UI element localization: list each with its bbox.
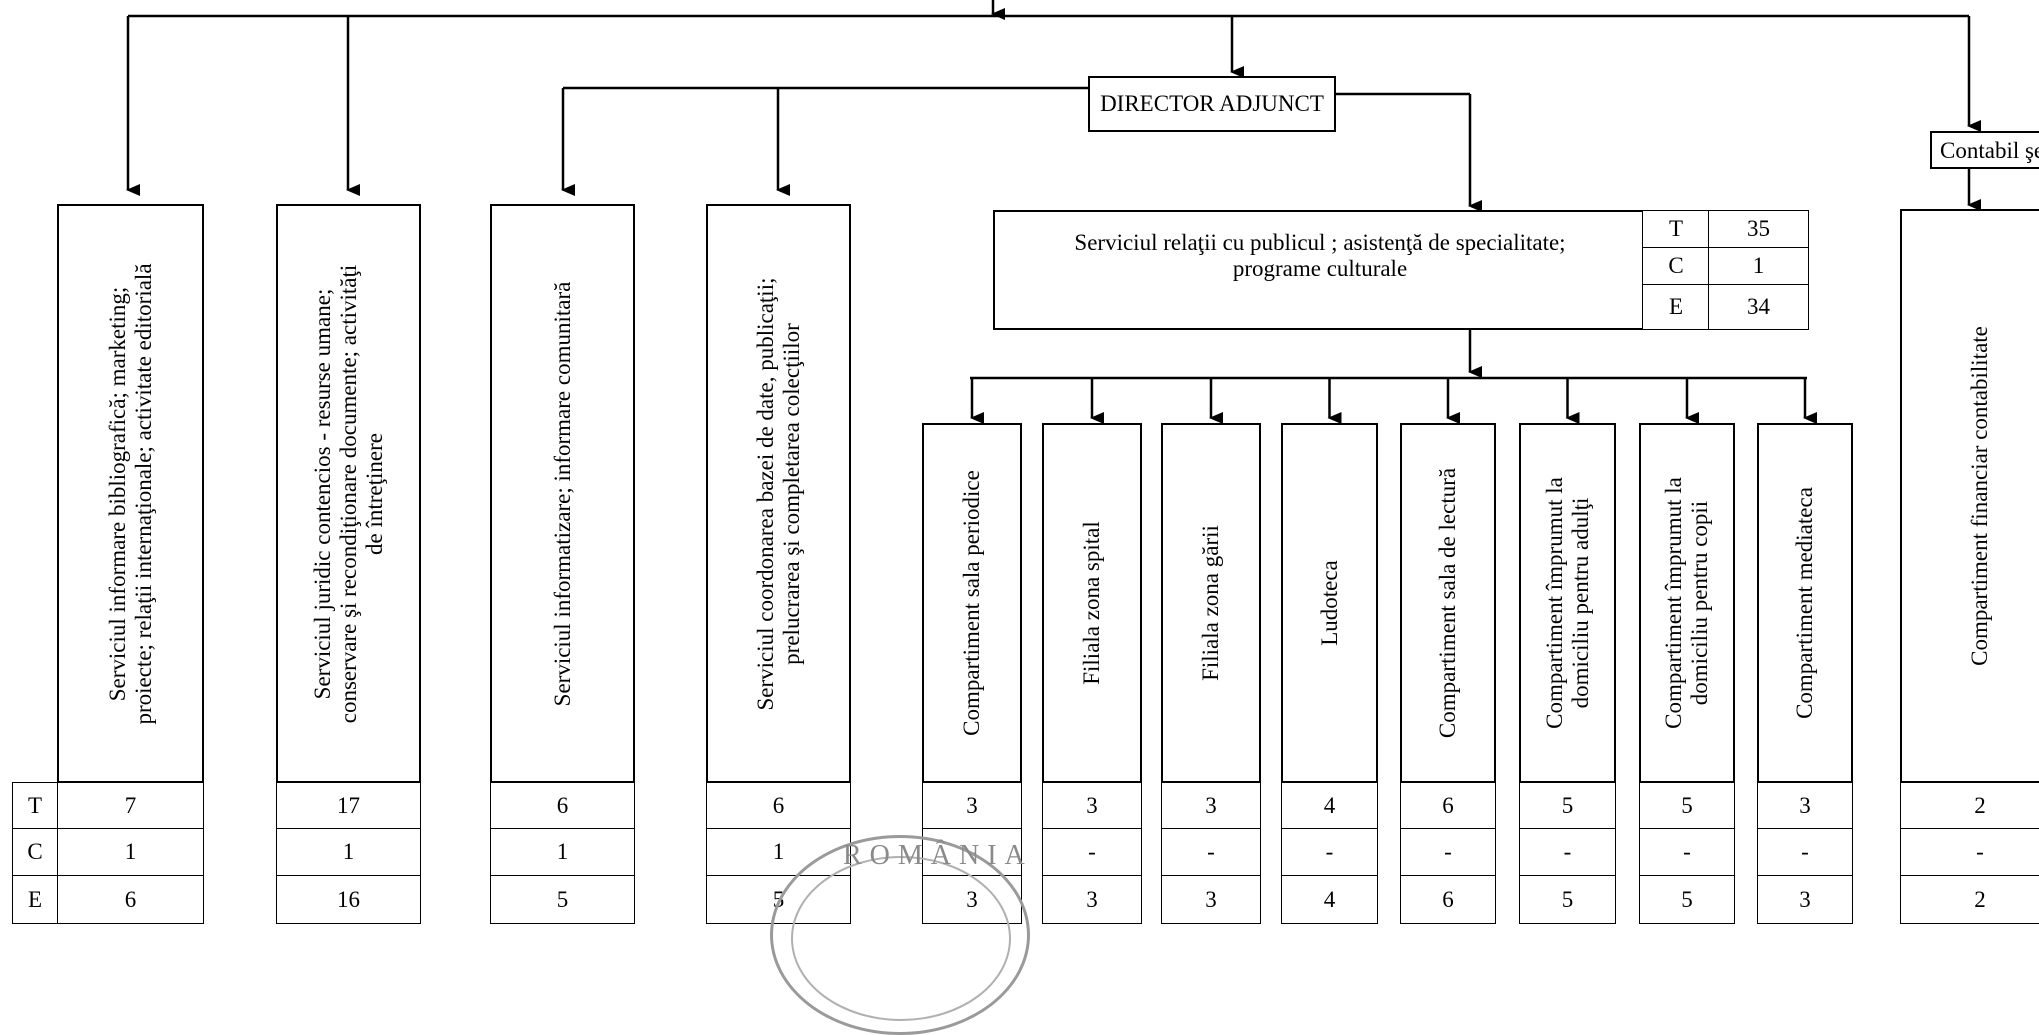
accounting-t-value: 2	[1900, 782, 2039, 829]
service-1-e-value: 6	[57, 875, 204, 924]
sub-unit-2-e-value: 3	[1042, 875, 1142, 924]
service-4-t-value: 6	[706, 782, 851, 829]
sub-unit-8-t-value: 3	[1757, 782, 1853, 829]
official-stamp: ROMÂNIA	[770, 835, 1030, 1035]
sub-unit-4-e-value: 4	[1281, 875, 1378, 924]
sub-unit-8-e-value: 3	[1757, 875, 1853, 924]
sub-unit-6-label: Compartiment împrumut la domiciliu pentr…	[1541, 477, 1593, 729]
service-2-label: Serviciul juridic contencios - resurse u…	[309, 264, 387, 723]
sub-unit-5-label: Compartiment sala de lectură	[1435, 467, 1460, 739]
sub-unit-1-box: Compartiment sala periodice	[922, 423, 1022, 783]
sub-unit-2-label: Filiala zona spital	[1079, 521, 1104, 685]
service-3-e-value: 5	[490, 875, 635, 924]
row-label-t: T	[12, 782, 58, 829]
chief-accountant-label: Contabil şef	[1940, 138, 2039, 163]
sub-unit-3-c-value: -	[1161, 828, 1261, 876]
service-2-e-value: 16	[276, 875, 421, 924]
sub-unit-6-t-value: 5	[1519, 782, 1616, 829]
sub-unit-5-box: Compartiment sala de lectură	[1400, 423, 1496, 783]
public-service-e-label: E	[1642, 284, 1710, 330]
public-service-c-label: C	[1642, 247, 1710, 285]
sub-unit-8-label: Compartiment mediateca	[1792, 487, 1817, 719]
sub-unit-1-t-value: 3	[922, 782, 1022, 829]
service-3-box: Serviciul informatizare; informare comun…	[490, 204, 635, 783]
sub-unit-6-c-value: -	[1519, 828, 1616, 876]
service-1-box: Serviciul informare bibliografică; marke…	[57, 204, 204, 783]
public-service-label: Serviciul relaţii cu publicul ; asistenţ…	[1074, 230, 1566, 281]
service-1-t-value: 7	[57, 782, 204, 829]
public-service-t-value: 35	[1708, 210, 1809, 248]
sub-unit-4-label: Ludoteca	[1316, 560, 1342, 646]
stamp-inner-ring	[791, 856, 1011, 1021]
sub-unit-8-c-value: -	[1757, 828, 1853, 876]
accounting-box: Compartiment financiar contabilitate	[1900, 209, 2039, 783]
org-chart: DIRECTOR ADJUNCT Contabil şef Serviciul …	[12, 0, 2039, 1035]
accounting-label: Compartiment financiar contabilitate	[1967, 326, 1992, 666]
sub-unit-7-box: Compartiment împrumut la domiciliu pentr…	[1639, 423, 1735, 783]
director-adjunct-box: DIRECTOR ADJUNCT	[1088, 76, 1336, 132]
sub-unit-3-label: Filiala zona gării	[1198, 525, 1223, 681]
service-3-t-value: 6	[490, 782, 635, 829]
sub-unit-8-box: Compartiment mediateca	[1757, 423, 1853, 783]
sub-unit-5-c-value: -	[1400, 828, 1496, 876]
sub-unit-7-label: Compartiment împrumut la domiciliu pentr…	[1661, 477, 1712, 729]
service-2-t-value: 17	[276, 782, 421, 829]
sub-unit-2-t-value: 3	[1042, 782, 1142, 829]
service-1-c-value: 1	[57, 828, 204, 876]
row-label-e: E	[12, 875, 58, 924]
sub-unit-2-c-value: -	[1042, 828, 1142, 876]
sub-unit-5-t-value: 6	[1400, 782, 1496, 829]
sub-unit-7-c-value: -	[1639, 828, 1735, 876]
sub-unit-6-box: Compartiment împrumut la domiciliu pentr…	[1519, 423, 1616, 783]
connector-lines	[126, 0, 1981, 424]
chief-accountant-box: Contabil şef	[1930, 131, 2039, 169]
sub-unit-3-e-value: 3	[1161, 875, 1261, 924]
public-service-e-value: 34	[1708, 284, 1809, 330]
service-2-box: Serviciul juridic contencios - resurse u…	[276, 204, 421, 783]
director-adjunct-label: DIRECTOR ADJUNCT	[1100, 91, 1324, 116]
sub-unit-4-c-value: -	[1281, 828, 1378, 876]
sub-unit-2-box: Filiala zona spital	[1042, 423, 1142, 783]
service-4-label: Serviciul coordonarea bazei de date, pub…	[752, 277, 804, 710]
accounting-e-value: 2	[1900, 875, 2039, 924]
sub-unit-6-e-value: 5	[1519, 875, 1616, 924]
service-3-label: Serviciul informatizare; informare comun…	[549, 281, 575, 706]
sub-unit-7-e-value: 5	[1639, 875, 1735, 924]
service-3-c-value: 1	[490, 828, 635, 876]
sub-unit-4-t-value: 4	[1281, 782, 1378, 829]
stamp-text: ROMÂNIA	[843, 840, 1033, 871]
sub-unit-7-t-value: 5	[1639, 782, 1735, 829]
service-4-box: Serviciul coordonarea bazei de date, pub…	[706, 204, 851, 783]
sub-unit-1-label: Compartiment sala periodice	[959, 470, 984, 736]
row-label-c: C	[12, 828, 58, 876]
sub-unit-3-t-value: 3	[1161, 782, 1261, 829]
sub-unit-4-box: Ludoteca	[1281, 423, 1378, 783]
public-service-t-label: T	[1642, 210, 1710, 248]
sub-unit-5-e-value: 6	[1400, 875, 1496, 924]
service-2-c-value: 1	[276, 828, 421, 876]
service-1-label: Serviciul informare bibliografică; marke…	[104, 262, 156, 725]
accounting-c-value: -	[1900, 828, 2039, 876]
public-service-c-value: 1	[1708, 247, 1809, 285]
sub-unit-3-box: Filiala zona gării	[1161, 423, 1261, 783]
